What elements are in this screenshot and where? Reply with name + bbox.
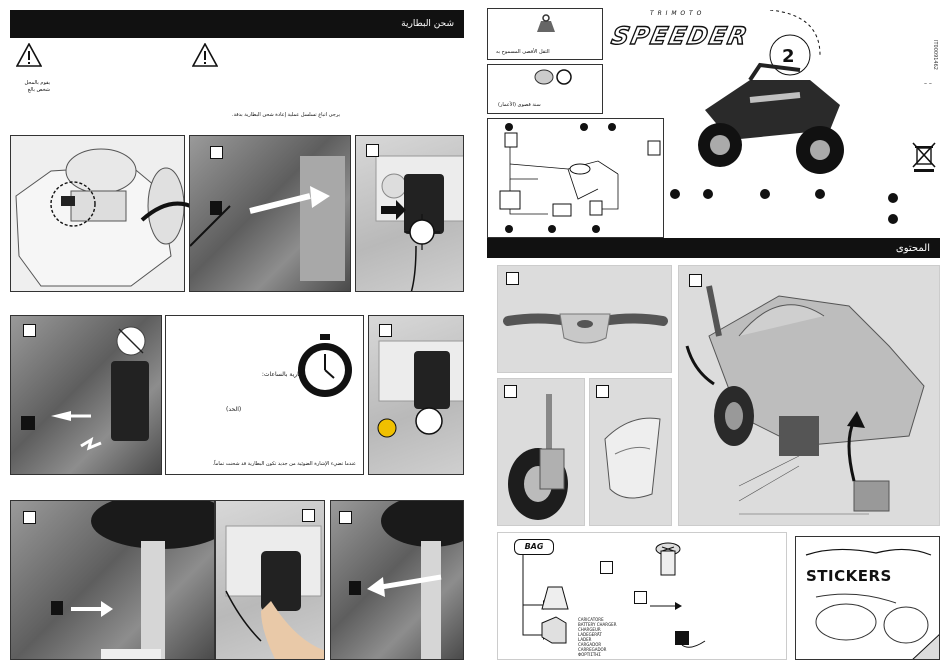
legend-dot — [760, 189, 770, 199]
max-weight-label: الثقل الأقصى المسموح به — [496, 49, 550, 55]
panel-wall-socket — [355, 135, 464, 292]
full-charge-note: عندما تضيء الإشارة الضوئية من جديد تكون … — [212, 461, 356, 467]
max-weight-box: الثقل الأقصى المسموح به — [487, 8, 603, 60]
wiring-dot — [505, 225, 513, 233]
weight-icon — [537, 14, 555, 32]
stickers-panel: STICKERS — [795, 536, 940, 660]
step-number-box — [596, 385, 609, 398]
part-handlebar-panel — [497, 265, 672, 373]
part-front-wheel-panel — [497, 378, 585, 526]
warning-icon — [192, 43, 218, 67]
contents-header-bar: المحتوى — [487, 238, 940, 258]
part-shield-panel — [589, 378, 672, 526]
panel-unplug-photo — [10, 315, 162, 475]
brand-small: T R I M O T O — [650, 10, 703, 17]
step-number-box — [302, 509, 315, 522]
step-number-box — [210, 146, 223, 159]
age-icon — [534, 69, 572, 85]
warning-icon — [16, 43, 42, 67]
wiring-diagram — [487, 118, 664, 238]
contents-title: المحتوى — [895, 242, 930, 254]
panel-toy-battery — [10, 135, 185, 292]
step-number-box — [689, 274, 702, 287]
wiring-dot — [580, 123, 588, 131]
bag-label: BAG — [514, 539, 554, 555]
charging-hours-label: (الحد) — [226, 406, 242, 413]
step-number-box — [379, 324, 392, 337]
wiring-dot — [548, 225, 556, 233]
charger-labels: CARICATORE BATTERY CHARGER CHARGEUR LADE… — [578, 617, 617, 657]
notice-text: يرجى اتباع تسلسل عملية إعادة شحن البطاري… — [232, 112, 340, 118]
side-code: IT00091462 — [932, 40, 938, 70]
left-header-title: شحن البطارية — [401, 19, 454, 29]
step-number-box — [23, 324, 36, 337]
legend-dot — [888, 193, 898, 203]
wiring-dot — [592, 225, 600, 233]
step-number-box — [504, 385, 517, 398]
legend-dot — [670, 189, 680, 199]
step-number-box — [634, 591, 647, 604]
legend-dot — [815, 189, 825, 199]
step-number-box — [366, 144, 379, 157]
age-label: سنة قصوى (الأعمار) — [498, 102, 541, 108]
bag-contents-panel: BAG CARICATORE BATTERY CHARGER CHARGEUR … — [497, 532, 787, 660]
svg-text:2: 2 — [782, 46, 795, 67]
screw-icon — [655, 542, 681, 576]
legend-dot — [703, 189, 713, 199]
step-number-box — [23, 511, 36, 524]
step-number-box — [339, 511, 352, 524]
wiring-dot — [608, 123, 616, 131]
panel-connect-arrow — [330, 500, 464, 660]
stopwatch-icon — [298, 334, 352, 397]
panel-charging-time: مدة شحن البطارية بالساعات: (الحد) عندما … — [165, 315, 364, 475]
left-header-bar: شحن البطارية — [10, 10, 464, 38]
panel-plug-hand — [215, 500, 325, 660]
panel-reconnect-photo — [10, 500, 215, 660]
age-box: سنة قصوى (الأعمار) — [487, 64, 603, 114]
part-body-panel — [678, 265, 940, 526]
warning-text-1: يقوم بالمحل شخص بالغ — [24, 80, 50, 93]
stickers-label: STICKERS — [806, 567, 892, 585]
plug-icon — [650, 602, 706, 648]
trike-image: 2 — [698, 10, 844, 174]
dash-mark: – – — [924, 80, 932, 87]
legend-dot — [888, 214, 898, 224]
step-number-box — [600, 561, 613, 574]
wiring-dot — [505, 123, 513, 131]
panel-led-socket — [368, 315, 464, 475]
step-number-box — [506, 272, 519, 285]
panel-connector-photo — [189, 135, 351, 292]
weee-bin-icon — [912, 142, 936, 172]
